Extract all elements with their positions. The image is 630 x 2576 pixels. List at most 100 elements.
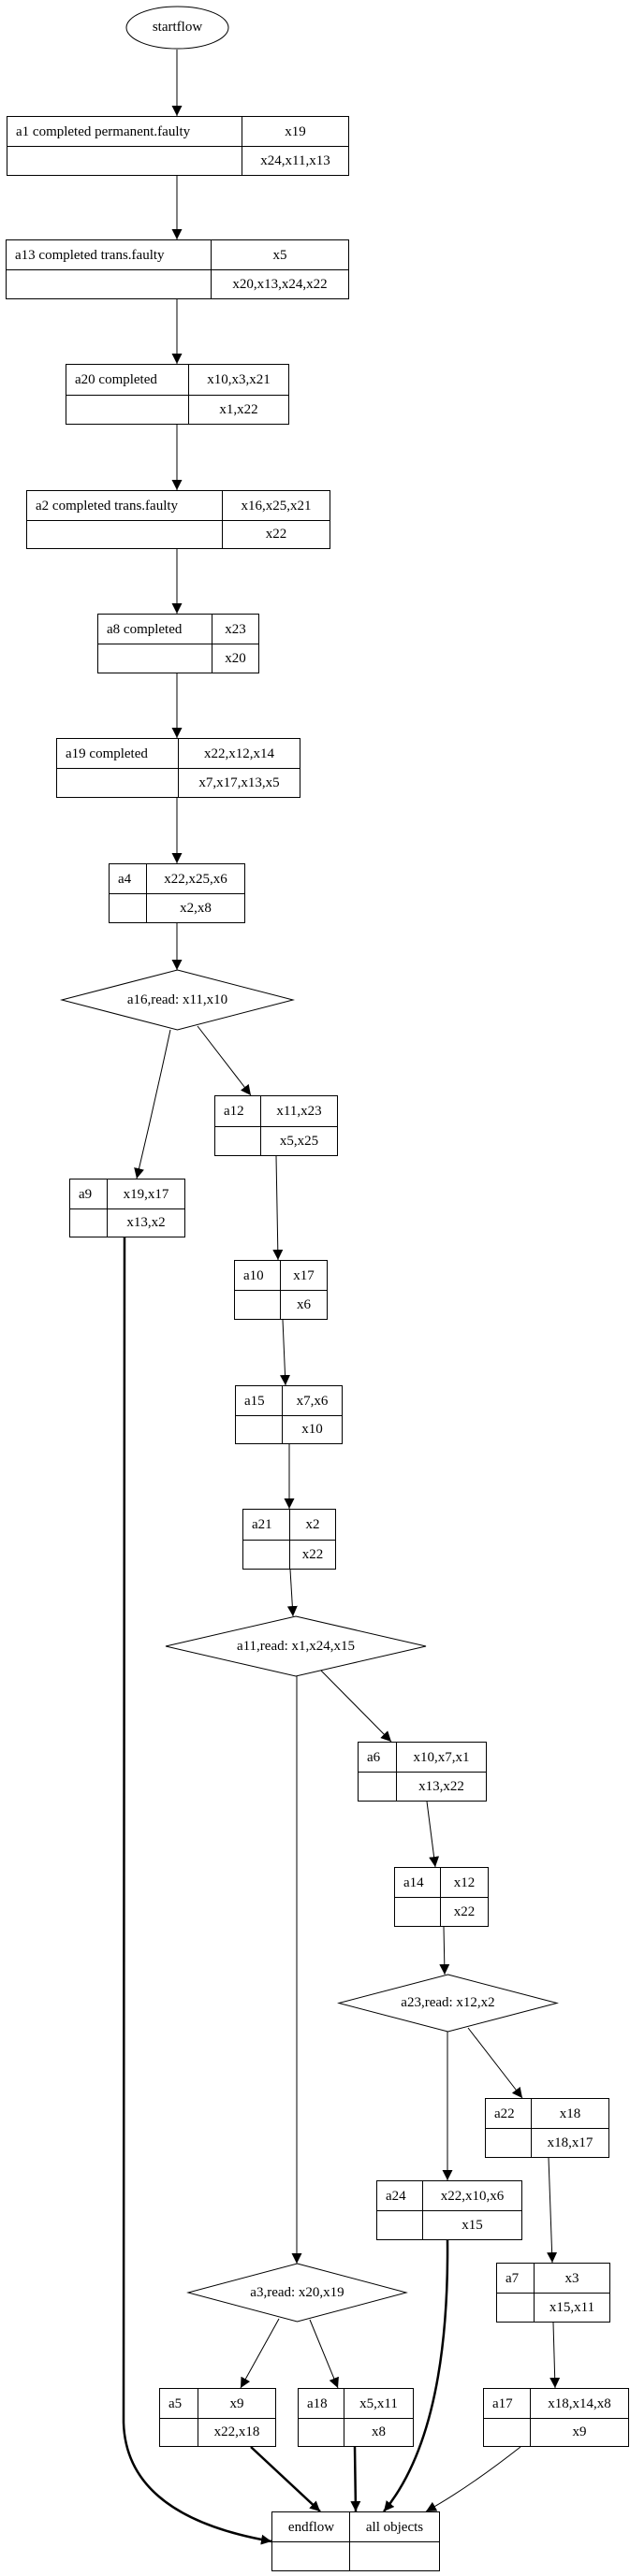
column-divider: [440, 1868, 441, 1926]
node-written-objects: x18,x14,x8: [548, 2395, 611, 2411]
node-name: a10: [243, 1267, 264, 1283]
decision-diamond-a16: [60, 969, 295, 1031]
edge-a7-a17: [549, 2322, 561, 2389]
column-divider: [188, 365, 189, 424]
column-divider: [289, 1510, 290, 1569]
startflow-ellipse: [125, 6, 229, 50]
node-a4: a4 x22,x25,x6 x2,x8: [109, 863, 245, 923]
node-read-objects: x22,x18: [213, 2424, 260, 2439]
node-written-objects: x19,x17: [123, 1186, 169, 1202]
node-written-objects: all objects: [365, 2519, 424, 2535]
row-divider: [395, 1897, 488, 1898]
node-name: a21: [252, 1517, 272, 1532]
node-name: a13 completed trans.faulty: [15, 247, 165, 263]
node-name: a22: [494, 2106, 515, 2121]
node-written-objects: x9: [229, 2395, 244, 2411]
column-divider: [349, 2512, 350, 2570]
edge-a24-end: [383, 2239, 449, 2512]
node-read-objects: x1,x22: [219, 401, 258, 417]
decision-label-a11: a11,read: x1,x24,x15: [236, 1638, 356, 1654]
node-name: endflow: [287, 2519, 335, 2535]
decision-label-a23: a23,read: x12,x2: [401, 1995, 495, 2010]
row-divider: [359, 1772, 486, 1773]
edge-a16-a12: [197, 1025, 252, 1096]
column-divider: [530, 2389, 531, 2446]
node-name: a15: [244, 1393, 265, 1409]
node-end: endflow all objects: [271, 2511, 440, 2571]
node-read-objects: x5,x25: [279, 1133, 319, 1149]
node-read-objects: x7,x17,x13,x5: [198, 774, 280, 790]
node-read-objects: x20: [225, 650, 246, 666]
row-divider: [160, 2418, 275, 2419]
node-a5: a5 x9 x22,x18: [159, 2388, 276, 2447]
node-written-objects: x22,x10,x6: [440, 2188, 505, 2204]
startflow-label: startflow: [152, 20, 203, 35]
node-read-objects: x15: [462, 2217, 483, 2233]
row-divider: [486, 2128, 608, 2129]
column-divider: [107, 1179, 108, 1237]
node-read-objects: x6: [297, 1296, 311, 1312]
row-divider: [497, 2293, 609, 2294]
edge-a16-a9: [134, 1029, 171, 1179]
node-read-objects: x24,x11,x13: [260, 152, 330, 168]
node-read-objects: x13,x2: [126, 1215, 166, 1230]
node-written-objects: x10,x7,x1: [413, 1749, 470, 1765]
node-name: a9: [79, 1186, 93, 1202]
column-divider: [422, 2181, 423, 2239]
edge-a23-a22: [467, 2027, 523, 2099]
node-a9: a9 x19,x17 x13,x2: [69, 1179, 185, 1237]
node-read-objects: x18,x17: [547, 2135, 593, 2150]
node-written-objects: x5,x11: [359, 2395, 398, 2411]
edge-a9-end: [122, 1237, 272, 2545]
node-written-objects: x3: [564, 2270, 579, 2286]
column-divider: [280, 1261, 281, 1319]
node-name: a14: [403, 1874, 424, 1890]
column-divider: [531, 2099, 532, 2157]
edge-a5-end: [250, 2446, 321, 2512]
node-name: a6: [367, 1749, 381, 1765]
edge-a12-a10: [272, 1155, 284, 1261]
node-name: a2 completed trans.faulty: [36, 498, 179, 514]
node-a7: a7 x3 x15,x11: [496, 2263, 610, 2323]
column-divider: [222, 491, 223, 548]
node-read-objects: [350, 2542, 439, 2570]
column-divider: [396, 1743, 397, 1801]
node-read-objects: x20,x13,x24,x22: [232, 276, 328, 292]
node-read-objects: x10: [301, 1422, 323, 1437]
row-divider: [236, 1415, 342, 1416]
node-written-objects: x22,x25,x6: [164, 871, 227, 887]
node-read-objects: x2,x8: [180, 900, 212, 916]
node-written-objects: x11,x23: [276, 1104, 322, 1119]
node-name: a4: [118, 871, 132, 887]
node-read-objects: x15,x11: [549, 2299, 595, 2315]
node-name: a5: [168, 2395, 183, 2411]
row-divider: [484, 2418, 628, 2419]
node-written-objects: x12: [453, 1874, 476, 1890]
row-divider: [215, 1126, 337, 1127]
row-divider: [235, 1290, 327, 1291]
node-name: a7: [505, 2270, 520, 2286]
node-name: a20 completed: [75, 372, 157, 387]
column-divider: [178, 739, 179, 797]
edge-a10-a15: [280, 1319, 291, 1386]
node-read-objects: x8: [372, 2424, 386, 2439]
decision-label-a16: a16,read: x11,x10: [126, 991, 228, 1007]
edge-a18-end: [350, 2446, 361, 2512]
column-divider: [211, 240, 212, 298]
column-divider: [260, 1096, 261, 1155]
row-divider: [272, 2541, 439, 2542]
node-read-objects: x22: [265, 527, 287, 542]
row-divider: [7, 146, 348, 147]
edge-a11-a6: [320, 1670, 392, 1743]
edge-a6-a14: [426, 1801, 440, 1868]
decision-diamond-a11: [165, 1615, 427, 1677]
